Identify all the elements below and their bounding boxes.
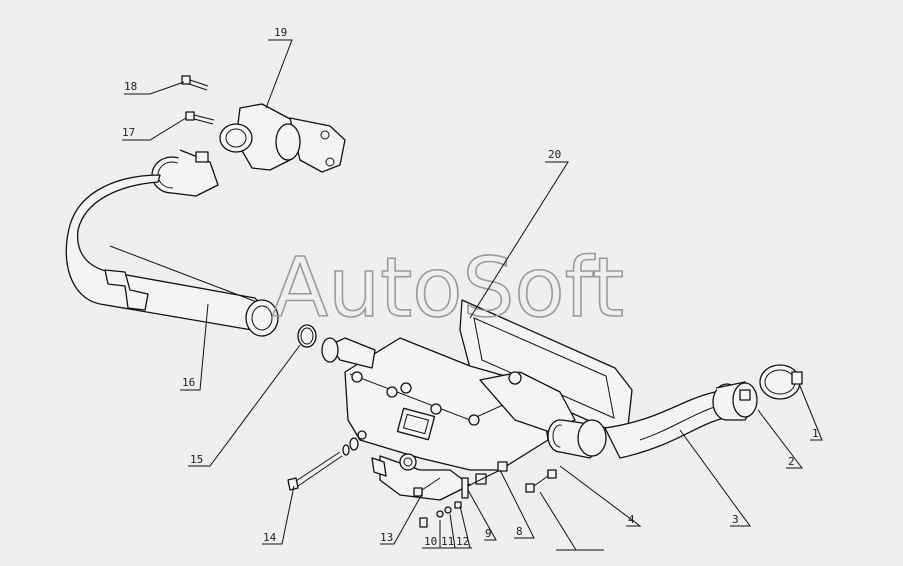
callout-11: 11 (441, 535, 454, 548)
callout-15: 15 (190, 453, 203, 466)
callout-20: 20 (548, 148, 561, 161)
fasteners-3-8 (497, 461, 557, 493)
long-pipe-16 (65, 174, 279, 337)
clamp-1 (759, 364, 803, 400)
bolt-14 (287, 437, 359, 491)
callout-4: 4 (628, 513, 635, 526)
o-ring-15 (297, 324, 317, 348)
bolt-17 (185, 111, 215, 125)
callout-9: 9 (485, 527, 492, 540)
callout-1: 1 (812, 427, 819, 440)
cooler-housing (321, 337, 576, 501)
fitting-9 (461, 469, 501, 499)
callout-14: 14 (263, 531, 277, 544)
callout-8: 8 (516, 525, 523, 538)
callout-16: 16 (182, 376, 195, 389)
callout-13: 13 (380, 531, 393, 544)
callout-17: 17 (122, 126, 135, 139)
leader-lines (122, 39, 823, 551)
bolt-18 (181, 75, 209, 91)
callout-3: 3 (732, 513, 739, 526)
callout-18: 18 (124, 80, 137, 93)
outlet-clamp (547, 419, 607, 459)
watermark-text: AutoSoft (272, 241, 624, 336)
callout-19: 19 (274, 26, 287, 39)
callout-10: 10 (424, 535, 437, 548)
bolt-13 (413, 477, 441, 497)
callout-2: 2 (788, 455, 795, 468)
elbow-pipe-19 (219, 103, 346, 173)
callout-12: 12 (456, 535, 469, 548)
clamp-2 (712, 381, 758, 421)
hose-clamp-upper (151, 149, 219, 197)
fasteners-10-12 (419, 501, 462, 528)
